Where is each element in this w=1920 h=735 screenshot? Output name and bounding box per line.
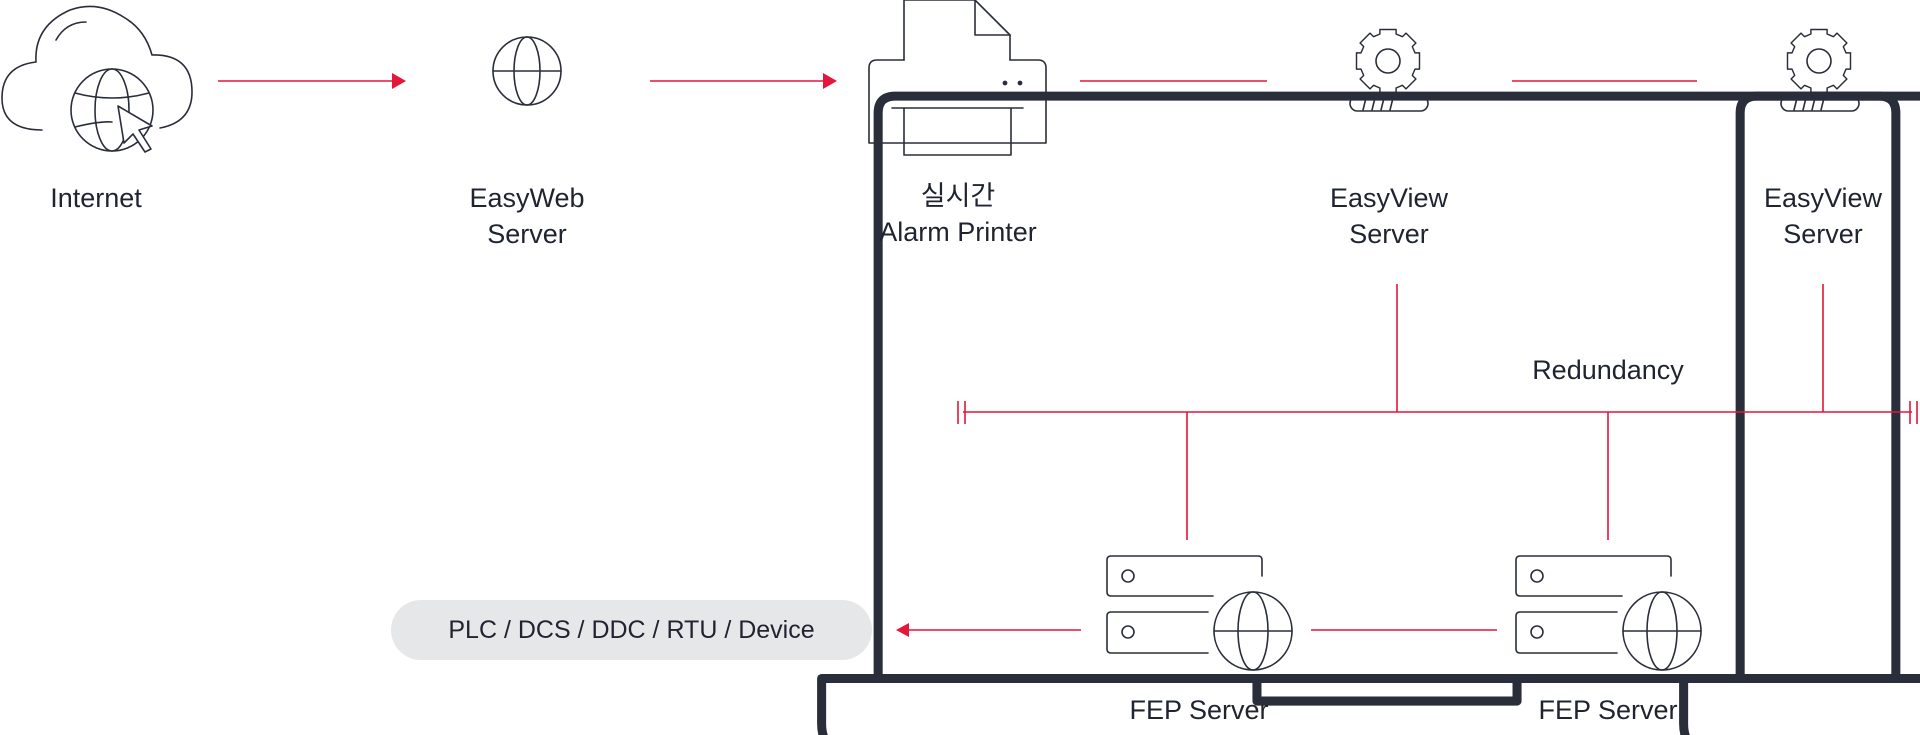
arrowhead <box>823 73 837 89</box>
easyview-server-label: EasyView Server <box>1329 183 1449 249</box>
printer-icon <box>868 0 1047 156</box>
fep-server-label: FEP Server <box>1129 695 1269 725</box>
redundancy-bus <box>957 401 1918 424</box>
arrowhead <box>896 623 909 637</box>
laptop-globe-icon <box>492 36 1920 735</box>
easyview-server-label: EasyView Server <box>1763 183 1883 249</box>
server-globe-icon <box>1515 555 1702 671</box>
laptop-gear-icon <box>1780 28 1860 112</box>
laptop-gear-icon <box>1349 28 1920 735</box>
internet-label: Internet <box>50 183 142 213</box>
arrowhead <box>392 73 406 89</box>
device-pill-label: PLC / DCS / DDC / RTU / Device <box>448 615 815 644</box>
redundancy-label: Redundancy <box>1532 355 1684 385</box>
fep-server-label: FEP Server <box>1538 695 1678 725</box>
easyweb-server-label: EasyWeb Server <box>469 183 585 249</box>
alarm-printer-label: 실시간 Alarm Printer <box>879 181 1037 247</box>
cloud-globe-cursor-icon <box>1 5 193 153</box>
server-globe-icon <box>1106 555 1293 671</box>
device-pill: PLC / DCS / DDC / RTU / Device <box>391 600 872 660</box>
